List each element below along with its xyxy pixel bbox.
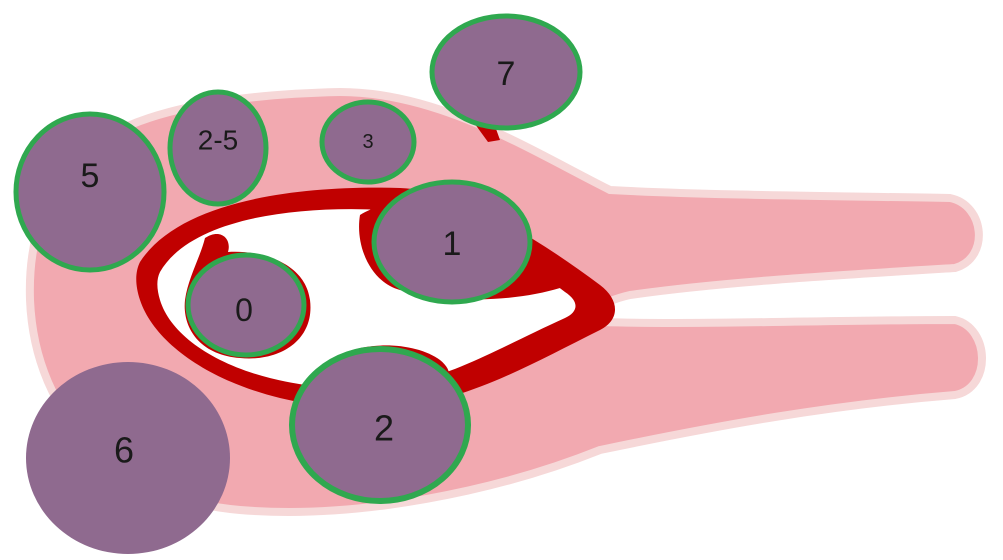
stage-1-label: 1: [443, 225, 462, 263]
stage-2-5-label: 2-5: [198, 125, 238, 156]
stage-6-label: 6: [114, 430, 134, 471]
stage-3-marker: 3: [322, 102, 414, 182]
stage-2-5-marker: 2-5: [170, 92, 266, 204]
stage-7-label: 7: [497, 55, 516, 93]
stage-5-label: 5: [81, 157, 100, 195]
stage-5-marker: 5: [16, 114, 164, 270]
stage-1-marker: 1: [374, 182, 530, 302]
stage-2-label: 2: [374, 408, 394, 449]
stage-0-label: 0: [235, 292, 253, 328]
stage-6-marker: 6: [26, 362, 230, 554]
stage-0-marker: 0: [188, 255, 304, 355]
stage-2-marker: 2: [292, 349, 468, 501]
stage-7-marker: 7: [432, 16, 580, 128]
stage-3-label: 3: [362, 131, 373, 153]
